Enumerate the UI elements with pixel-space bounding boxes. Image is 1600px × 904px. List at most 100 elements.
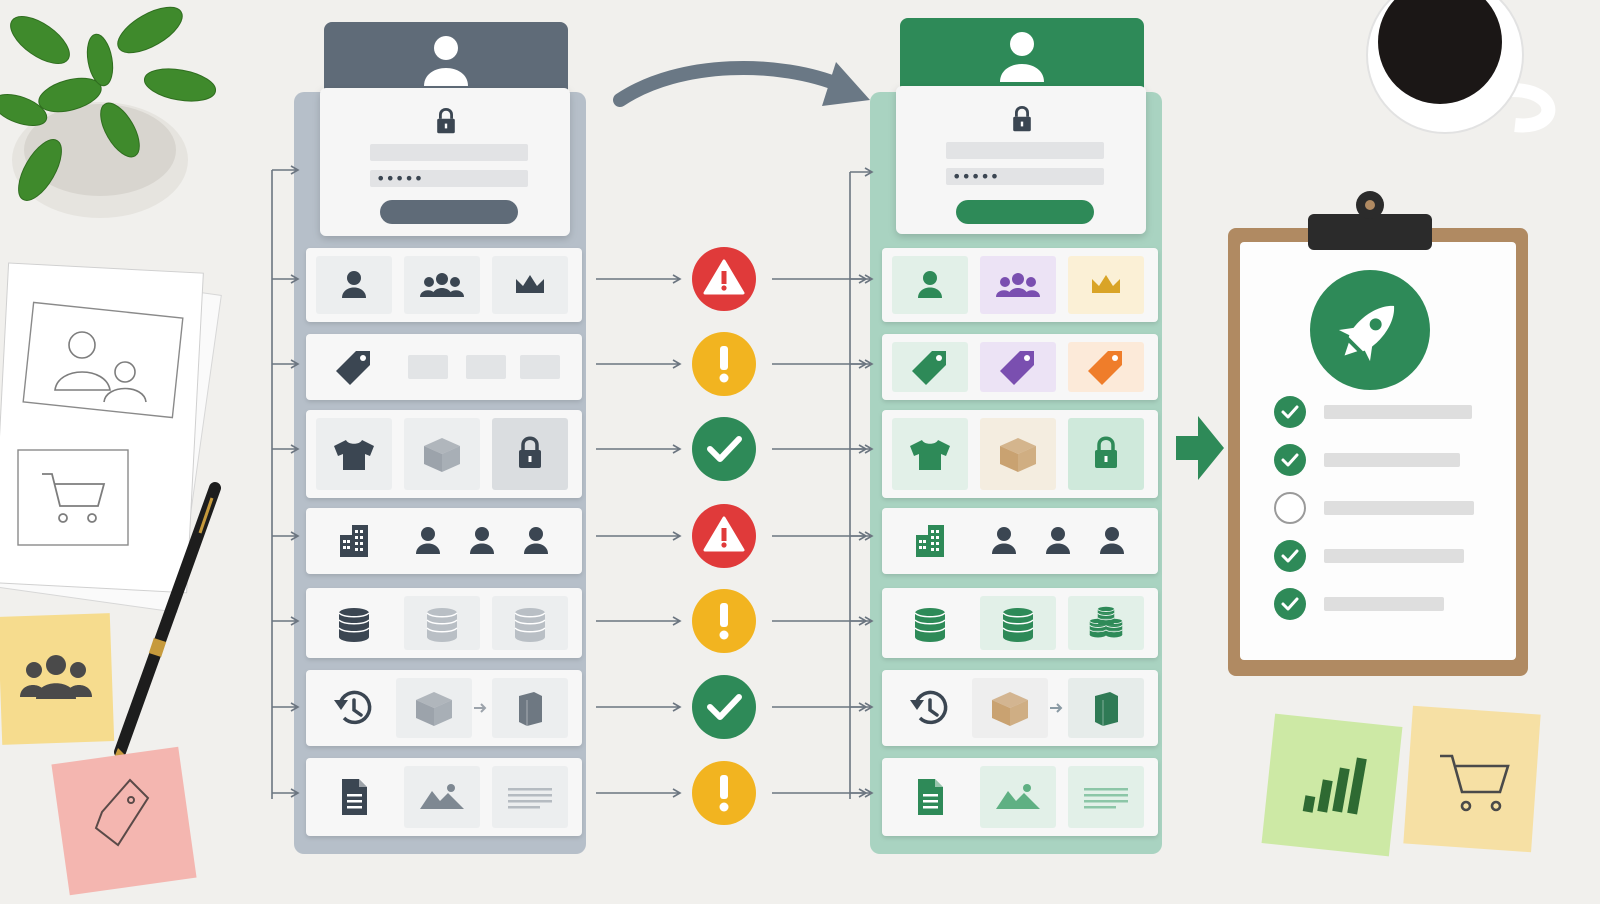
password-field[interactable] bbox=[946, 168, 1104, 185]
user-icon bbox=[342, 271, 366, 298]
icon-tile bbox=[1068, 766, 1144, 828]
tag-icon bbox=[336, 351, 370, 385]
after-row-history bbox=[882, 670, 1158, 746]
user-icon bbox=[416, 527, 440, 554]
lock-icon bbox=[1095, 436, 1117, 468]
building-icon bbox=[340, 525, 368, 557]
after-row-organization bbox=[882, 508, 1158, 574]
status-error-organization bbox=[596, 504, 868, 568]
sticky-note-tag bbox=[51, 746, 197, 896]
placeholder bbox=[466, 355, 506, 379]
container-icon bbox=[519, 692, 542, 726]
checklist-item-unchecked bbox=[1274, 492, 1474, 524]
tag-icon bbox=[1088, 351, 1122, 385]
icon-tile bbox=[404, 766, 480, 828]
arrow-right-icon bbox=[474, 703, 487, 713]
before-row-products bbox=[306, 410, 582, 498]
box-icon bbox=[424, 438, 460, 472]
avatar-icon bbox=[424, 36, 468, 86]
database-icon bbox=[914, 608, 946, 642]
lock-icon bbox=[519, 436, 541, 468]
login-button[interactable] bbox=[380, 200, 518, 224]
before-row-history bbox=[306, 670, 582, 746]
database-icon bbox=[338, 608, 370, 642]
box-icon bbox=[992, 692, 1028, 726]
password-field[interactable] bbox=[370, 170, 528, 187]
history-icon bbox=[910, 690, 948, 725]
ok-indicator bbox=[692, 417, 756, 481]
lock-icon bbox=[437, 108, 455, 134]
before-header bbox=[324, 22, 568, 104]
check-icon bbox=[707, 694, 742, 720]
after-row-database bbox=[882, 588, 1158, 658]
password-mask: ••••• bbox=[376, 169, 423, 188]
before-row-content bbox=[306, 758, 582, 836]
after-header bbox=[900, 18, 1144, 100]
status-warning-tags bbox=[596, 332, 868, 396]
exclamation-icon bbox=[719, 603, 729, 640]
after-row-tags bbox=[882, 334, 1158, 400]
exclamation-icon bbox=[719, 346, 729, 383]
status-error-roles bbox=[596, 247, 868, 311]
icon-tile bbox=[492, 766, 568, 828]
image-icon bbox=[420, 784, 464, 809]
container-icon bbox=[1095, 692, 1118, 726]
building-icon bbox=[916, 525, 944, 557]
password-mask: ••••• bbox=[952, 167, 999, 186]
exclamation-icon bbox=[719, 775, 729, 812]
user-icon bbox=[918, 271, 942, 298]
before-panel: ••••• bbox=[294, 22, 586, 854]
avatar-icon bbox=[1000, 32, 1044, 82]
before-connector-bracket bbox=[271, 165, 300, 799]
placeholder bbox=[520, 355, 560, 379]
database-stack-icon bbox=[1089, 606, 1123, 638]
sticky-note-team bbox=[0, 613, 115, 745]
tag-icon bbox=[1000, 351, 1034, 385]
user-icon bbox=[524, 527, 548, 554]
document-icon bbox=[342, 779, 367, 815]
text-lines-icon bbox=[508, 788, 552, 809]
before-row-roles bbox=[306, 248, 582, 322]
status-warning-content bbox=[596, 761, 868, 825]
crown-icon bbox=[1092, 275, 1120, 293]
after-row-content bbox=[882, 758, 1158, 836]
box-icon bbox=[416, 692, 452, 726]
status-ok-products bbox=[596, 417, 868, 481]
checklist-item-checked bbox=[1274, 396, 1472, 428]
icon-tile bbox=[980, 766, 1056, 828]
database-icon bbox=[1002, 608, 1034, 642]
result-arrow bbox=[1176, 416, 1224, 480]
sticky-note-cart bbox=[1403, 705, 1541, 853]
coffee-cup-decoration bbox=[1366, 0, 1556, 134]
team-icon bbox=[420, 273, 464, 297]
after-row-products bbox=[882, 410, 1158, 498]
box-icon bbox=[1000, 438, 1036, 472]
tshirt-icon bbox=[910, 440, 950, 470]
status-warning-database bbox=[596, 589, 868, 653]
image-icon bbox=[996, 784, 1040, 809]
checklist-item-checked bbox=[1274, 540, 1464, 572]
database-icon bbox=[426, 608, 458, 642]
username-field[interactable] bbox=[370, 144, 528, 161]
username-field[interactable] bbox=[946, 142, 1104, 159]
after-row-roles bbox=[882, 248, 1158, 322]
placeholder bbox=[408, 355, 448, 379]
tshirt-icon bbox=[334, 440, 374, 470]
migration-arrow bbox=[613, 60, 870, 107]
crown-icon bbox=[516, 275, 544, 293]
sticky-note-chart bbox=[1261, 713, 1403, 857]
checklist-item-checked bbox=[1274, 588, 1444, 620]
after-login-card: ••••• bbox=[896, 86, 1146, 234]
team-icon bbox=[996, 273, 1040, 297]
warning-triangle-icon bbox=[703, 516, 745, 552]
sketch-paper-cart bbox=[17, 449, 129, 546]
before-login-card: ••••• bbox=[320, 88, 570, 236]
sketch-paper-team bbox=[0, 262, 222, 613]
login-button[interactable] bbox=[956, 200, 1094, 224]
checklist-item-checked bbox=[1274, 444, 1460, 476]
history-icon bbox=[334, 690, 372, 725]
before-row-database bbox=[306, 588, 582, 658]
user-icon bbox=[470, 527, 494, 554]
